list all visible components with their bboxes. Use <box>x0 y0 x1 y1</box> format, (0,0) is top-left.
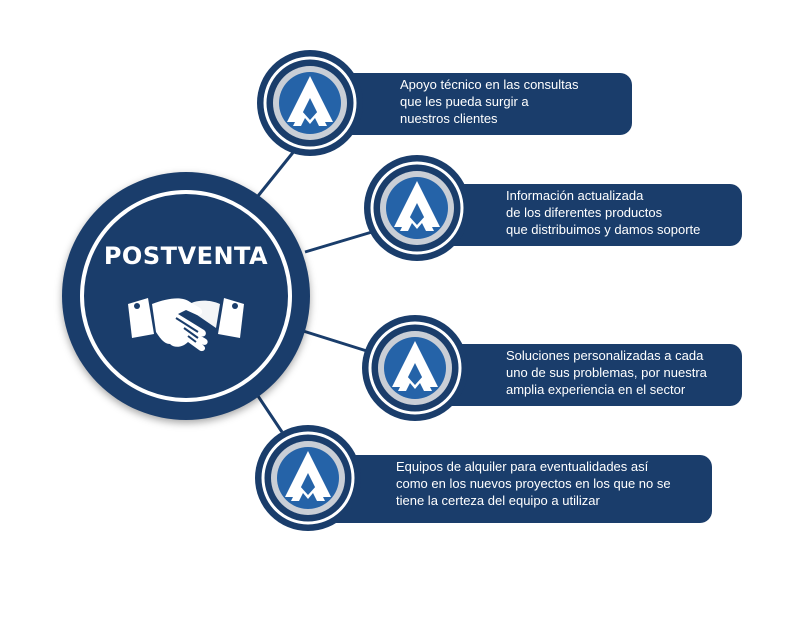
feature-label-2: Información actualizada de los diferente… <box>420 184 742 246</box>
feature-4-line-2: como en los nuevos proyectos en los que … <box>396 476 671 491</box>
am-logo-icon <box>364 155 470 261</box>
am-logo-node-4 <box>253 423 363 533</box>
feature-label-4: Equipos de alquiler para eventualidades … <box>315 455 712 523</box>
feature-1-line-2: que les pueda surgir a <box>400 94 529 109</box>
feature-3-line-2: uno de sus problemas, por nuestra <box>506 365 707 380</box>
feature-label-3: Soluciones personalizadas a cada uno de … <box>420 344 742 406</box>
feature-3-line-1: Soluciones personalizadas a cada <box>506 348 704 363</box>
feature-1-line-1: Apoyo técnico en las consultas <box>400 77 579 92</box>
feature-1-line-3: nuestros clientes <box>400 111 498 126</box>
feature-2-line-2: de los diferentes productos <box>506 205 663 220</box>
feature-2-line-3: que distribuimos y damos soporte <box>506 222 701 237</box>
hub-ring <box>80 190 292 402</box>
connector-line-1 <box>256 149 297 197</box>
feature-2-line-1: Información actualizada <box>506 188 644 203</box>
am-logo-icon <box>362 315 468 421</box>
am-logo-node-1 <box>255 48 365 158</box>
hub-title: POSTVENTA <box>103 242 269 270</box>
handshake-icon <box>128 298 244 352</box>
am-logo-icon <box>255 425 361 531</box>
feature-4-line-3: tiene la certeza del equipo a utilizar <box>396 493 600 508</box>
postventa-hub: POSTVENTA <box>62 172 310 420</box>
am-logo-icon <box>257 50 363 156</box>
am-logo-node-3 <box>360 313 470 423</box>
feature-3-line-3: amplia experiencia en el sector <box>506 382 686 397</box>
feature-label-1: Apoyo técnico en las consultas que les p… <box>310 73 632 135</box>
connector-line-3 <box>299 328 371 354</box>
am-logo-node-2 <box>362 153 472 263</box>
connector-line-2 <box>304 230 373 254</box>
connector-line-4 <box>256 395 284 433</box>
feature-4-line-1: Equipos de alquiler para eventualidades … <box>396 459 649 474</box>
